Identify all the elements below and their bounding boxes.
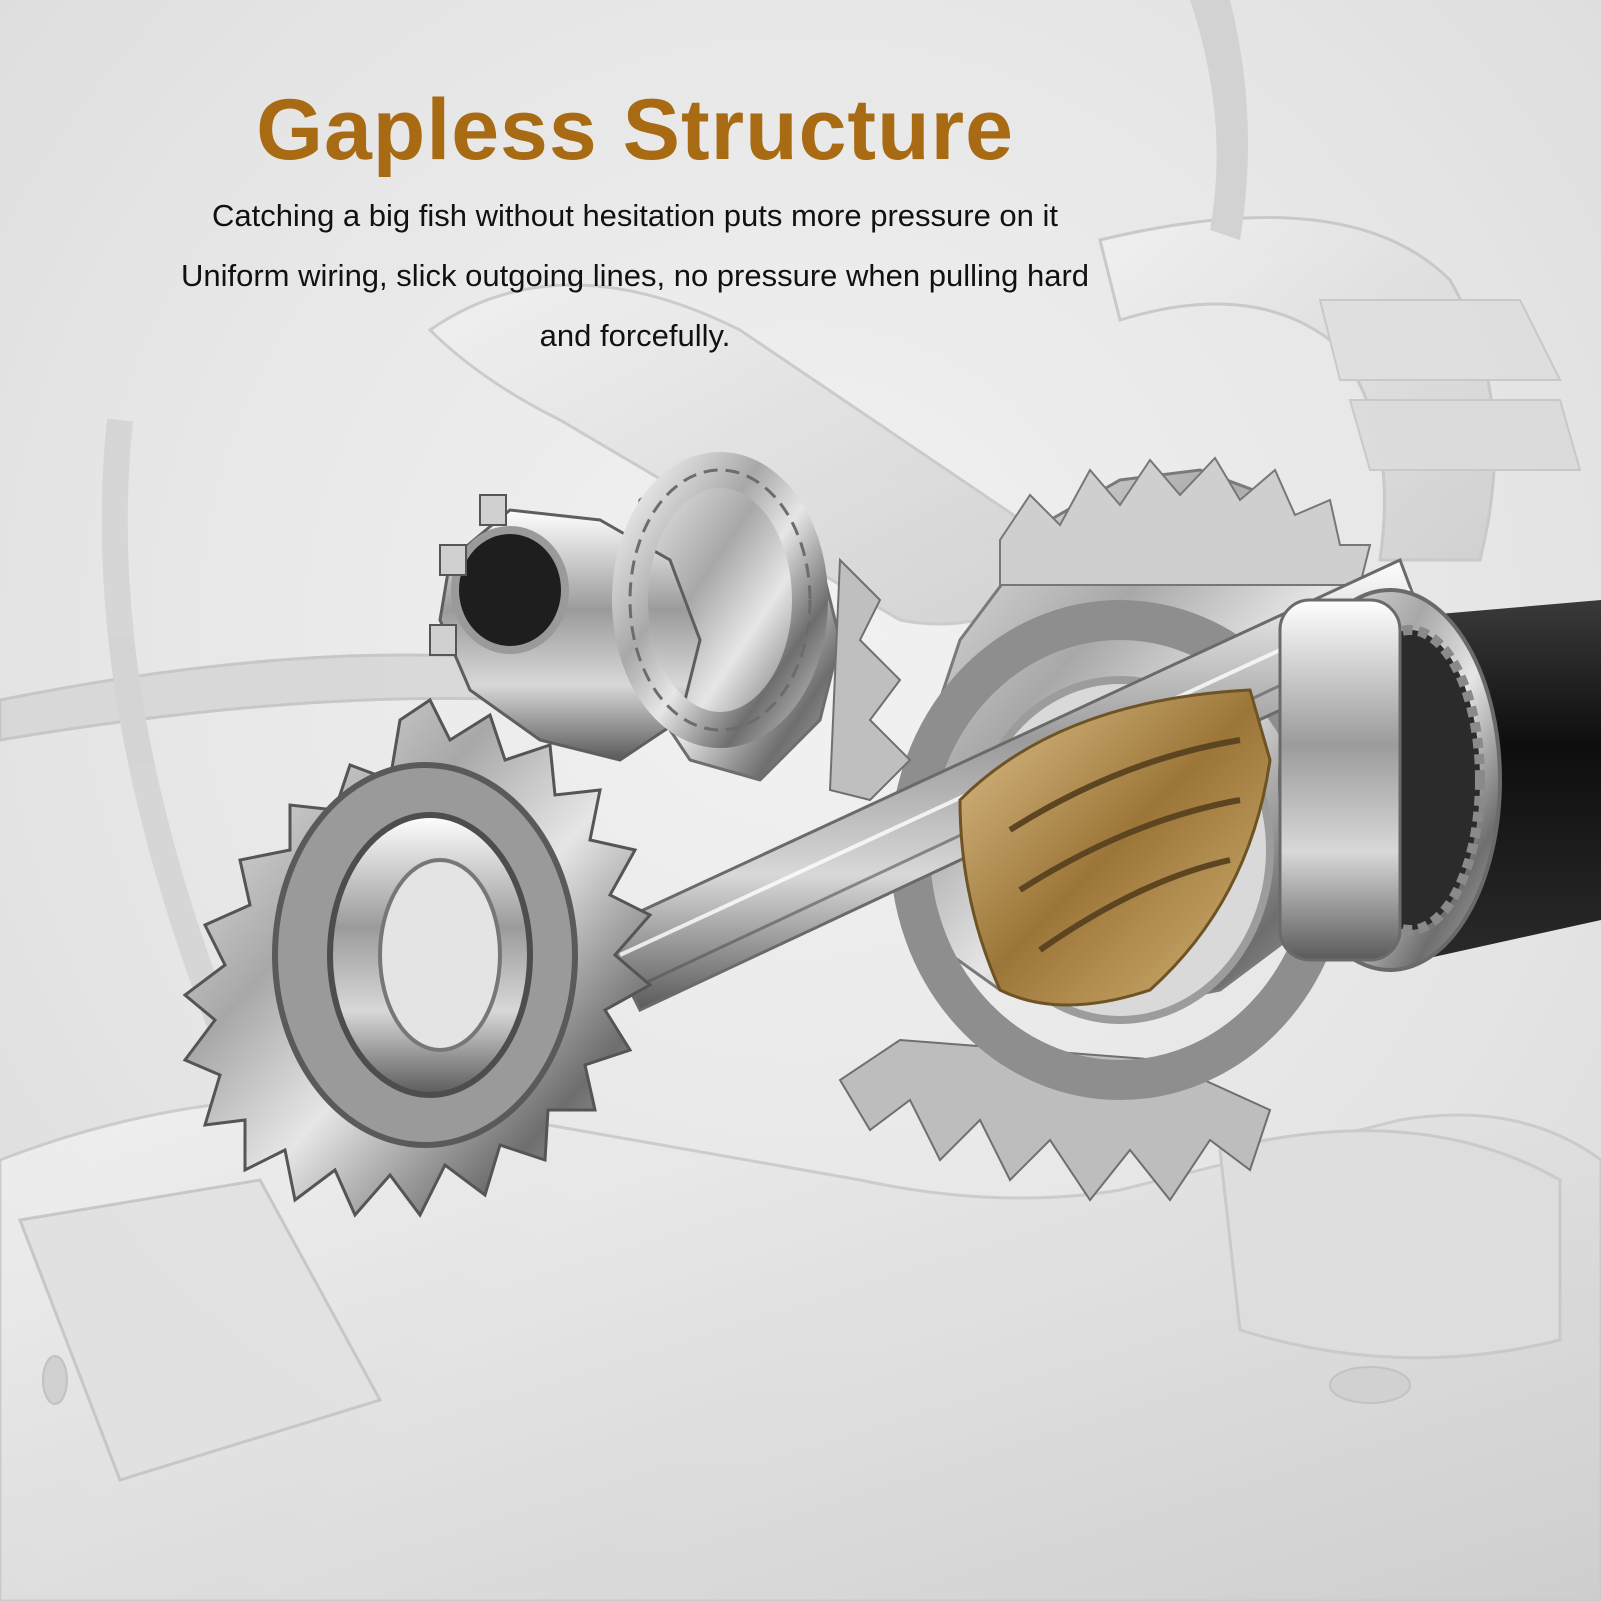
description-line-1: Catching a big fish without hesitation p… [211,198,1059,233]
headline: Gapless Structure [256,82,1014,178]
bearing-and-sleeve [1278,588,1601,972]
description: Catching a big fish without hesitation p… [60,186,1210,366]
brass-pinion-gear [958,688,1272,1007]
description-line-2: Uniform wiring, slick outgoing lines, no… [180,258,1090,293]
feature-copy: Gapless Structure Catching a big fish wi… [60,80,1210,366]
spur-gear [182,697,653,1218]
description-line-3: and forcefully. [539,318,731,353]
ball-bearing [612,452,828,748]
